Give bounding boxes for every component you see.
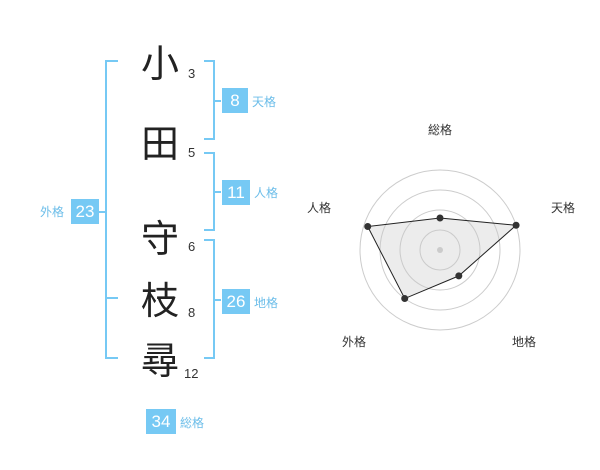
radar-grid-ring <box>399 209 481 291</box>
stroke-count-4: 8 <box>188 305 196 320</box>
radar-point-4 <box>401 295 409 303</box>
gai-label: 外格 <box>40 205 65 219</box>
radar-label-sou: 総格 <box>428 123 453 137</box>
stroke-count-2: 5 <box>188 145 196 160</box>
name-char-5: 尋 <box>140 339 179 383</box>
sou-label: 総格 <box>180 416 205 430</box>
radar-point-2 <box>512 221 520 229</box>
radar-point-5 <box>364 223 372 231</box>
name-char-3: 守 <box>140 217 179 261</box>
radar-label-chi: 地格 <box>512 335 537 349</box>
stroke-count-1: 3 <box>188 66 196 81</box>
stroke-count-3: 6 <box>188 239 196 254</box>
radar-label-jin: 人格 <box>307 201 332 215</box>
radar-grid-ring <box>419 229 461 271</box>
gai-bracket <box>105 60 118 359</box>
gai-value-badge: 23 <box>71 199 99 224</box>
radar-point-1 <box>436 214 444 222</box>
sou-value-badge: 34 <box>146 409 176 434</box>
radar-label-gai: 外格 <box>342 335 367 349</box>
jin-value-badge: 11 <box>222 180 250 205</box>
jin-label: 人格 <box>254 186 279 200</box>
radar-center <box>437 247 443 253</box>
radar-point-3 <box>455 272 463 280</box>
stroke-count-5: 12 <box>184 366 199 381</box>
name-char-1: 小 <box>140 42 179 86</box>
ten-label: 天格 <box>252 95 277 109</box>
radar-label-ten: 天格 <box>551 201 576 215</box>
name-char-2: 田 <box>140 122 179 166</box>
name-char-4: 枝 <box>140 279 179 323</box>
ten-value-badge: 8 <box>222 88 248 113</box>
radar-grid-ring <box>359 169 521 331</box>
chi-value-badge: 26 <box>222 289 250 314</box>
chi-label: 地格 <box>254 296 279 310</box>
radar-polygon <box>366 217 518 300</box>
